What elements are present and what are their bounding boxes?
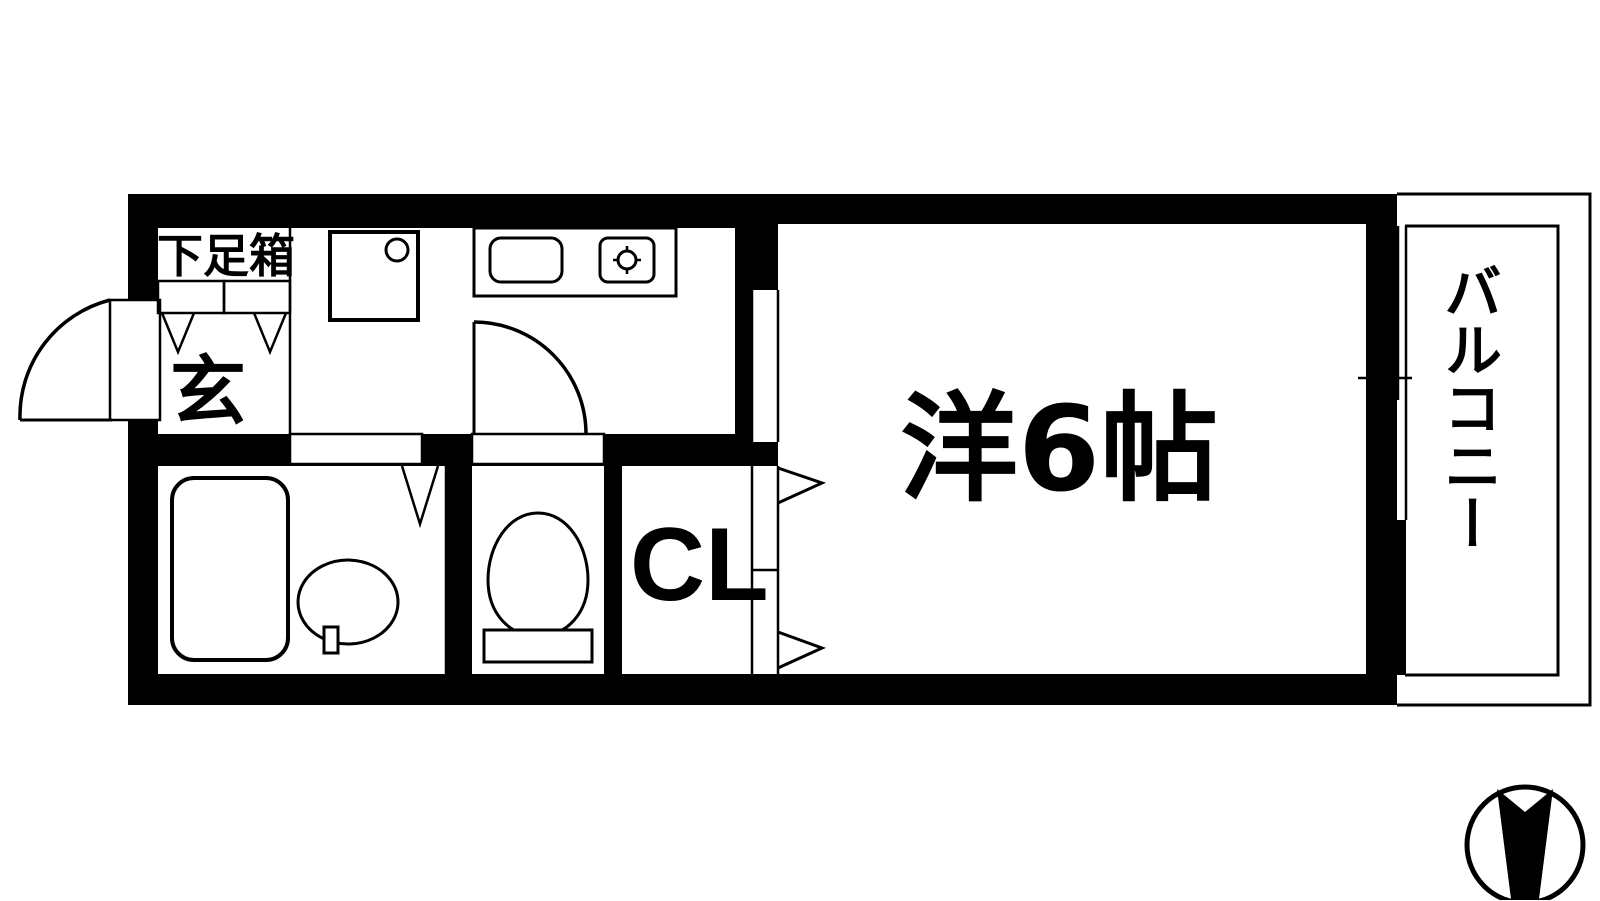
closet-label: CL (630, 507, 769, 623)
kitchen-door[interactable] (472, 320, 588, 435)
shoe-box: 下足箱 (156, 229, 295, 356)
closet-door-mark-lower (777, 630, 826, 670)
bathroom-door-opening (290, 434, 422, 464)
washbasin-counter (296, 558, 400, 646)
balcony-inner-edge (1405, 224, 1560, 677)
compass-circle (1464, 784, 1586, 900)
washing-machine-pan (328, 230, 420, 322)
toilet-door-frame (470, 432, 606, 466)
front-door-swing-arc (18, 298, 111, 421)
closet-folding-door[interactable] (777, 466, 827, 670)
front-door-frame (108, 298, 162, 422)
bathroom-fixtures (170, 465, 440, 662)
toilet-bowl (486, 511, 590, 638)
kitchen-door-swing-arc (473, 320, 588, 435)
shoe-box-open-mark-left (160, 312, 196, 356)
room-outlines (108, 228, 780, 674)
balcony: バルコニー (1397, 192, 1592, 707)
washbasin-faucet (322, 625, 340, 655)
entrance-floor (158, 228, 290, 434)
bathroom-door-frame (288, 432, 424, 466)
shoe-box-unit-right (222, 279, 292, 315)
compass-needle-south (1497, 789, 1553, 900)
stove-burner-ring (616, 249, 638, 271)
main-room-floor (778, 224, 1366, 674)
balcony-door-sill (1374, 520, 1406, 675)
washing-machine-drain (384, 237, 410, 263)
closet-floor (622, 466, 752, 674)
main-room-label: 洋6帖 (900, 380, 1218, 518)
washing-machine-space (328, 230, 420, 322)
kitchen-counter (472, 226, 678, 298)
front-door-opening (110, 300, 160, 420)
compass (1464, 784, 1586, 900)
toilet-door-opening (472, 434, 604, 464)
kitchen-sink (488, 236, 564, 284)
bathtub (170, 476, 290, 662)
entrance-label: 玄 (170, 347, 246, 436)
closet-door-mark-upper (777, 466, 827, 505)
shoe-box-open-mark-right (252, 312, 288, 356)
shoe-box-cell-left (158, 281, 224, 313)
shoe-box-cell-right (224, 281, 290, 313)
toilet-tank (482, 628, 594, 664)
balcony-outer-edge (1397, 192, 1592, 707)
balcony-sliding-door[interactable] (1358, 226, 1412, 675)
toilet-fixtures (482, 511, 594, 664)
bathroom-door-open-mark (400, 465, 440, 529)
room-entry-strip (752, 290, 778, 442)
shoe-box-label: 下足箱 (157, 229, 295, 283)
front-door[interactable] (18, 298, 112, 422)
balcony-label: バルコニー (1434, 262, 1502, 552)
